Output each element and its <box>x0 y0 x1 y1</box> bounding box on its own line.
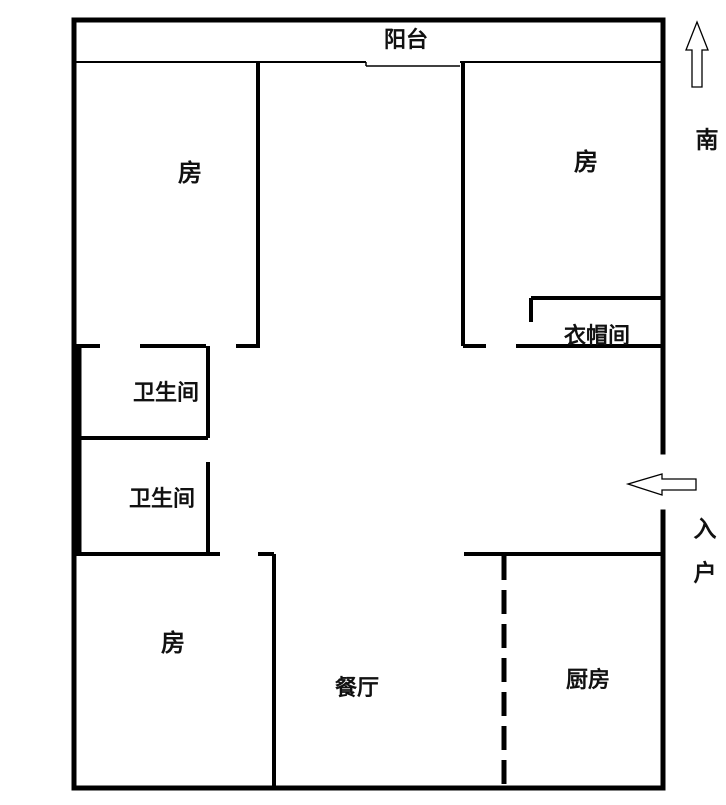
room-top-left-label: 房 <box>178 159 202 187</box>
compass-south-label: 南 <box>696 128 719 154</box>
dining-room-label: 餐厅 <box>335 676 379 701</box>
walk-in-closet-label: 衣帽间 <box>564 323 630 349</box>
outer-walls <box>71 17 666 791</box>
arrow-left-icon <box>625 473 697 496</box>
entrance-label-1: 入 <box>694 517 717 543</box>
entrance-label-2: 户 <box>694 560 717 587</box>
inner-walls <box>76 62 663 788</box>
bathroom-2-label: 卫生间 <box>129 487 195 512</box>
arrow-up-icon <box>685 20 709 88</box>
room-bottom-left-label: 房 <box>161 629 185 657</box>
balcony-rail <box>74 61 663 67</box>
balcony-label: 阳台 <box>384 27 428 53</box>
room-top-right-label: 房 <box>574 148 598 176</box>
bathroom-1-label: 卫生间 <box>133 381 199 406</box>
kitchen-label: 厨房 <box>566 667 610 693</box>
